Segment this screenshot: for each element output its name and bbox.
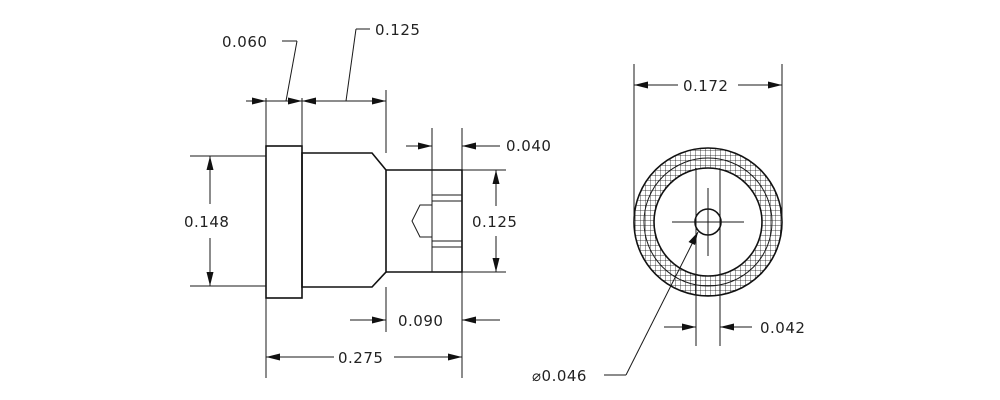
end-view: 0.172 0.042 ⌀0.046: [532, 64, 805, 385]
dim-body-width: 0.125: [375, 21, 420, 39]
side-view: 0.060 0.125 0.040 0.148 0.125 0.090 0.27…: [184, 21, 551, 378]
dim-hole-diameter: ⌀0.046: [532, 367, 587, 385]
dim-knurl-width: 0.060: [222, 33, 267, 51]
drill-point: [411, 204, 432, 238]
dim-slot-width: 0.040: [506, 137, 551, 155]
dim-tip-diameter: 0.125: [472, 213, 517, 231]
knurled-flange: [265, 145, 303, 299]
slotted-tip: [386, 169, 463, 273]
dim-slot-gap: 0.042: [760, 319, 805, 337]
dim-diameter: 0.148: [184, 213, 229, 231]
dim-outer-diameter: 0.172: [683, 77, 728, 95]
dim-tip-length: 0.090: [398, 312, 443, 330]
dim-overall-length: 0.275: [338, 349, 383, 367]
knurled-body: [301, 152, 387, 288]
